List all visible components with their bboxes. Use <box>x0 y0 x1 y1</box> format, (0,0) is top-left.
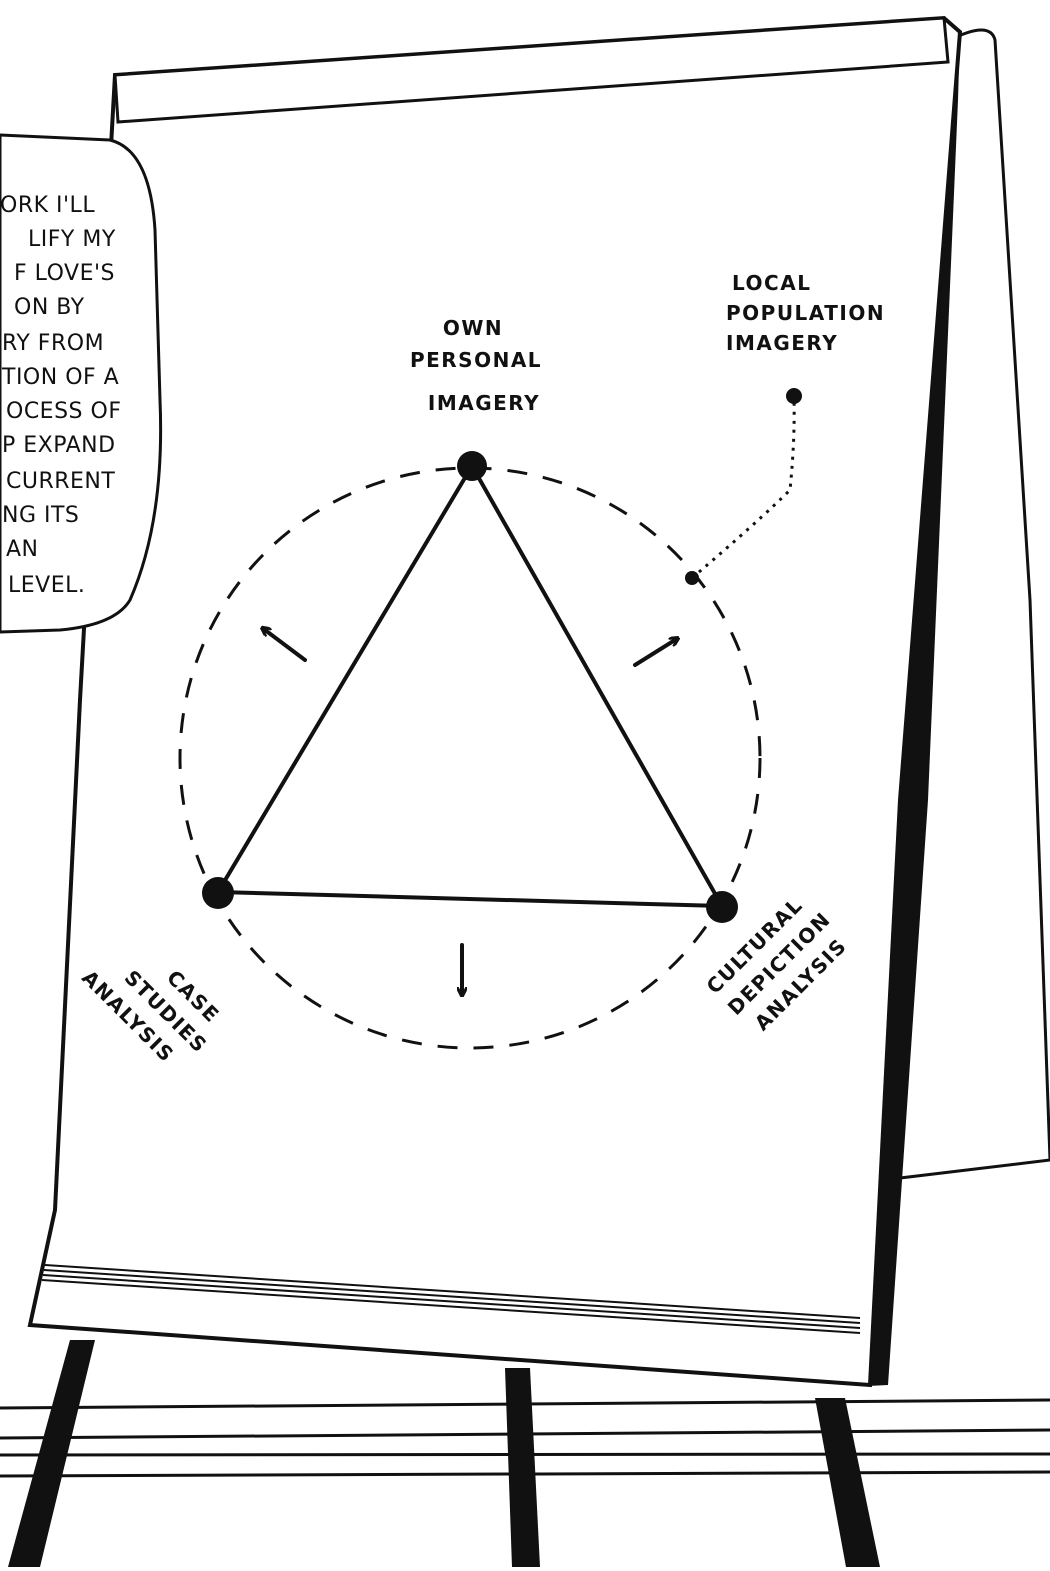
speech-bubble-line: NG ITS <box>2 503 79 528</box>
node-label-line: LOCAL <box>732 271 811 295</box>
connector-dot-external <box>786 388 802 404</box>
speech-bubble-line: CURRENT <box>6 469 115 494</box>
node-label-line: PERSONAL <box>410 348 542 372</box>
speech-bubble-line: LEVEL. <box>8 573 85 598</box>
node-dot-top <box>457 451 487 481</box>
speech-bubble-line: OCESS OF <box>6 399 121 424</box>
speech-bubble-line: RY FROM <box>2 331 104 356</box>
speech-bubble-line: ORK I'LL <box>0 193 95 218</box>
node-label-line: IMAGERY <box>428 391 540 415</box>
speech-bubble-line: P EXPAND <box>2 433 116 458</box>
flipchart-board <box>30 18 960 1385</box>
speech-bubble-line: AN <box>6 537 39 562</box>
node-dot-bottom-left <box>202 877 234 909</box>
speech-bubble-line: F LOVE'S <box>14 261 115 286</box>
node-dot-bottom-right <box>706 891 738 923</box>
node-label-line: OWN <box>443 316 503 340</box>
speech-bubble-line: LIFY MY <box>28 227 116 252</box>
speech-bubble-line: TION OF A <box>1 365 119 390</box>
speech-bubble: ORK I'LL LIFY MY F LOVE'S ON BY RY FROM … <box>0 135 161 632</box>
node-label-line: IMAGERY <box>726 331 838 355</box>
node-label-line: POPULATION <box>726 301 885 325</box>
speech-bubble-line: ON BY <box>14 295 85 320</box>
